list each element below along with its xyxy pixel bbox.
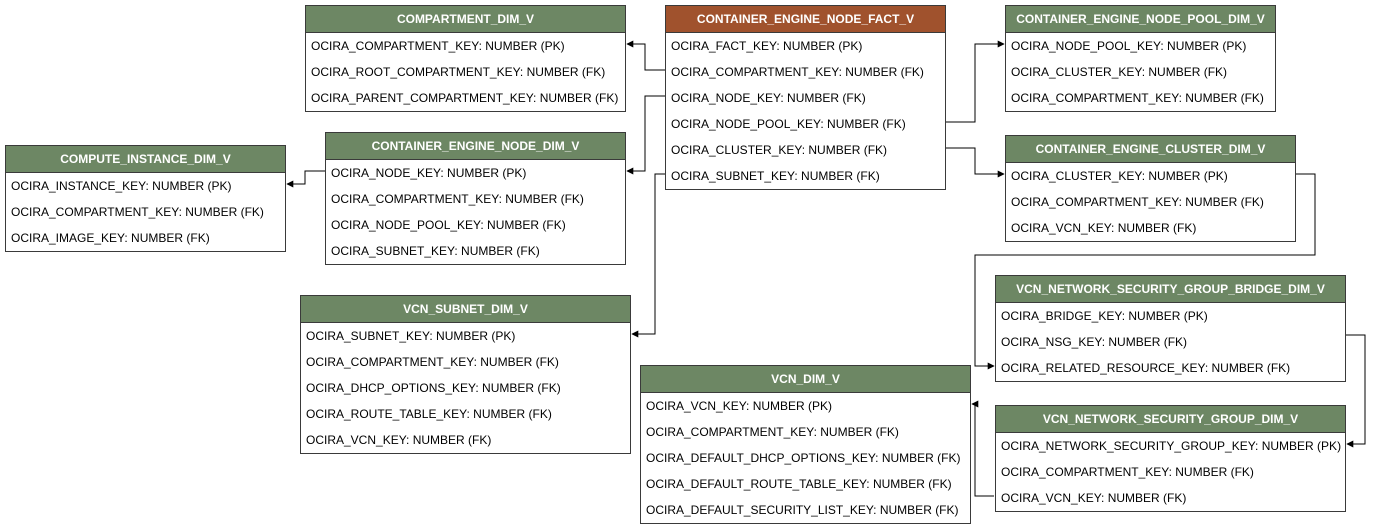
table-title: CONTAINER_ENGINE_NODE_FACT_V [666,6,945,33]
table-title: CONTAINER_ENGINE_NODE_POOL_DIM_V [1006,6,1275,33]
connector-cluster-to-nsg-bridge [974,173,1316,370]
table-row: OCIRA_CLUSTER_KEY: NUMBER (FK) [671,143,888,157]
table-compute-instance-dim-v[interactable]: COMPUTE_INSTANCE_DIM_V OCIRA_INSTANCE_KE… [5,145,286,252]
table-vcn-subnet-dim-v[interactable]: VCN_SUBNET_DIM_V OCIRA_SUBNET_KEY: NUMBE… [300,295,631,454]
table-row: OCIRA_IMAGE_KEY: NUMBER (FK) [11,231,210,245]
table-row: OCIRA_CLUSTER_KEY: NUMBER (PK) [1011,169,1228,183]
table-container-engine-node-pool-dim-v[interactable]: CONTAINER_ENGINE_NODE_POOL_DIM_V OCIRA_N… [1005,5,1276,112]
table-row: OCIRA_ROOT_COMPARTMENT_KEY: NUMBER (FK) [311,65,606,79]
table-row: OCIRA_RELATED_RESOURCE_KEY: NUMBER (FK) [1001,361,1291,375]
table-row: OCIRA_COMPARTMENT_KEY: NUMBER (FK) [11,205,264,219]
table-row: OCIRA_NODE_KEY: NUMBER (PK) [331,166,527,180]
connector-nsg-to-vcn [971,400,994,497]
table-title: VCN_NETWORK_SECURITY_GROUP_DIM_V [996,406,1345,433]
table-row: OCIRA_DEFAULT_DHCP_OPTIONS_KEY: NUMBER (… [646,451,961,465]
table-container-engine-cluster-dim-v[interactable]: CONTAINER_ENGINE_CLUSTER_DIM_V OCIRA_CLU… [1005,135,1296,242]
table-row: OCIRA_COMPARTMENT_KEY: NUMBER (FK) [1011,91,1264,105]
table-row: OCIRA_BRIDGE_KEY: NUMBER (PK) [1001,309,1208,323]
table-row: OCIRA_COMPARTMENT_KEY: NUMBER (FK) [1011,195,1264,209]
table-title: VCN_NETWORK_SECURITY_GROUP_BRIDGE_DIM_V [996,276,1345,303]
connector-node-to-compute-instance [286,170,325,188]
table-row: OCIRA_NSG_KEY: NUMBER (FK) [1001,335,1188,349]
table-row: OCIRA_VCN_KEY: NUMBER (FK) [1001,491,1187,505]
table-row: OCIRA_NODE_POOL_KEY: NUMBER (PK) [1011,39,1247,53]
connector-bridge-to-nsg [1346,334,1366,448]
table-vcn-dim-v[interactable]: VCN_DIM_V OCIRA_VCN_KEY: NUMBER (PK) OCI… [640,365,971,524]
table-vcn-network-security-group-bridge-dim-v[interactable]: VCN_NETWORK_SECURITY_GROUP_BRIDGE_DIM_V … [995,275,1346,382]
table-row: OCIRA_COMPARTMENT_KEY: NUMBER (FK) [646,425,899,439]
table-row: OCIRA_ROUTE_TABLE_KEY: NUMBER (FK) [306,407,552,421]
connector-fact-to-node-pool [946,40,1005,123]
connector-fact-to-node [626,95,665,175]
table-row: OCIRA_FACT_KEY: NUMBER (PK) [671,39,863,53]
connector-fact-to-compartment [626,40,665,71]
table-row: OCIRA_COMPARTMENT_KEY: NUMBER (FK) [306,355,559,369]
table-row: OCIRA_DEFAULT_ROUTE_TABLE_KEY: NUMBER (F… [646,477,952,491]
table-row: OCIRA_DHCP_OPTIONS_KEY: NUMBER (FK) [306,381,561,395]
table-row: OCIRA_COMPARTMENT_KEY: NUMBER (PK) [311,39,565,53]
table-row: OCIRA_SUBNET_KEY: NUMBER (FK) [331,244,540,258]
table-row: OCIRA_NETWORK_SECURITY_GROUP_KEY: NUMBER… [1001,439,1342,453]
table-title: CONTAINER_ENGINE_NODE_DIM_V [326,133,625,160]
table-row: OCIRA_SUBNET_KEY: NUMBER (PK) [306,329,516,343]
table-row: OCIRA_DEFAULT_SECURITY_LIST_KEY: NUMBER … [646,503,959,517]
connector-fact-to-subnet [631,173,665,338]
table-vcn-network-security-group-dim-v[interactable]: VCN_NETWORK_SECURITY_GROUP_DIM_V OCIRA_N… [995,405,1346,512]
table-title: COMPARTMENT_DIM_V [306,6,625,33]
table-row: OCIRA_SUBNET_KEY: NUMBER (FK) [671,169,880,183]
table-title: CONTAINER_ENGINE_CLUSTER_DIM_V [1006,136,1295,163]
table-row: OCIRA_COMPARTMENT_KEY: NUMBER (FK) [331,192,584,206]
table-row: OCIRA_VCN_KEY: NUMBER (FK) [306,433,492,447]
table-row: OCIRA_VCN_KEY: NUMBER (FK) [1011,221,1197,235]
table-compartment-dim-v[interactable]: COMPARTMENT_DIM_V OCIRA_COMPARTMENT_KEY:… [305,5,626,112]
table-row: OCIRA_NODE_POOL_KEY: NUMBER (FK) [331,218,566,232]
table-row: OCIRA_NODE_KEY: NUMBER (FK) [671,91,866,105]
table-row: OCIRA_CLUSTER_KEY: NUMBER (FK) [1011,65,1228,79]
table-row: OCIRA_VCN_KEY: NUMBER (PK) [646,399,833,413]
table-row: OCIRA_PARENT_COMPARTMENT_KEY: NUMBER (FK… [311,91,619,105]
table-row: OCIRA_COMPARTMENT_KEY: NUMBER (FK) [1001,465,1254,479]
table-row: OCIRA_INSTANCE_KEY: NUMBER (PK) [11,179,232,193]
connector-fact-to-cluster [946,147,1005,178]
table-container-engine-node-fact-v[interactable]: CONTAINER_ENGINE_NODE_FACT_V OCIRA_FACT_… [665,5,946,190]
table-row: OCIRA_COMPARTMENT_KEY: NUMBER (FK) [671,65,924,79]
table-title: VCN_DIM_V [641,366,970,393]
table-title: VCN_SUBNET_DIM_V [301,296,630,323]
table-row: OCIRA_NODE_POOL_KEY: NUMBER (FK) [671,117,906,131]
table-title: COMPUTE_INSTANCE_DIM_V [6,146,285,173]
table-container-engine-node-dim-v[interactable]: CONTAINER_ENGINE_NODE_DIM_V OCIRA_NODE_K… [325,132,626,265]
